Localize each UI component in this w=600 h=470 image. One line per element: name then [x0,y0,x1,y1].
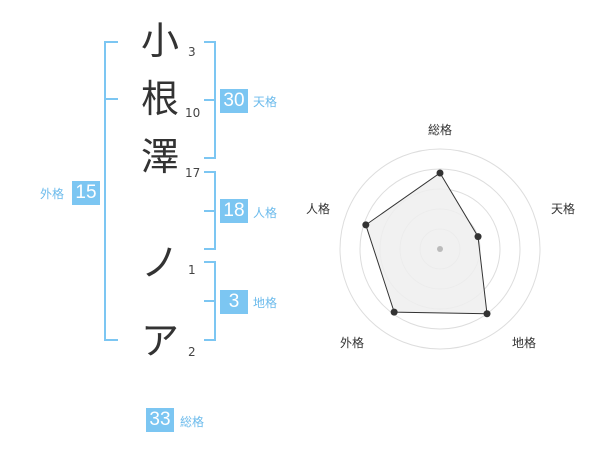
stroke-count-3: 17 [185,166,201,180]
radar-label-soukaku: 総格 [428,122,452,137]
name-char-4: ノ [140,241,179,285]
soukaku-label: 総格 [180,415,205,429]
radar-label-jinkaku: 人格 [306,201,330,216]
tenkaku-bracket-tick [204,99,216,101]
radar-ring [339,148,541,350]
radar-label-chikaku: 地格 [512,335,536,350]
tenkaku-label: 天格 [253,95,278,109]
stroke-count-5: 2 [188,345,196,359]
radar-point [483,310,491,318]
radar-point [390,308,398,316]
jinkaku-label: 人格 [253,206,278,220]
soukaku-value: 33 [146,408,174,432]
radar-center-dot [437,246,443,252]
stroke-count-1: 3 [188,45,196,59]
stroke-count-4: 1 [188,263,196,277]
radar-label-gaikaku: 外格 [340,335,364,350]
radar-label-tenkaku: 天格 [551,201,575,216]
name-char-2: 根 [140,77,179,121]
jinkaku-value: 18 [220,199,248,223]
chikaku-bracket-tick [204,300,216,302]
radar-point [436,169,444,177]
chikaku-value: 3 [220,290,248,314]
chikaku-label: 地格 [253,296,278,310]
radar-ring [359,168,521,330]
gaikaku-bracket-tick [104,98,118,100]
name-char-3: 澤 [140,135,179,179]
radar-points [362,169,491,318]
radar-point [362,221,370,229]
gaikaku-bracket [104,41,118,341]
stroke-count-2: 10 [185,106,201,120]
radar-polygon [365,172,488,315]
name-char-5: ア [140,319,179,363]
tenkaku-value: 30 [220,89,248,113]
gaikaku-value: 15 [72,181,100,205]
jinkaku-bracket-tick [204,210,216,212]
gaikaku-label: 外格 [40,187,65,201]
radar-point [474,233,482,241]
name-char-1: 小 [140,19,179,63]
